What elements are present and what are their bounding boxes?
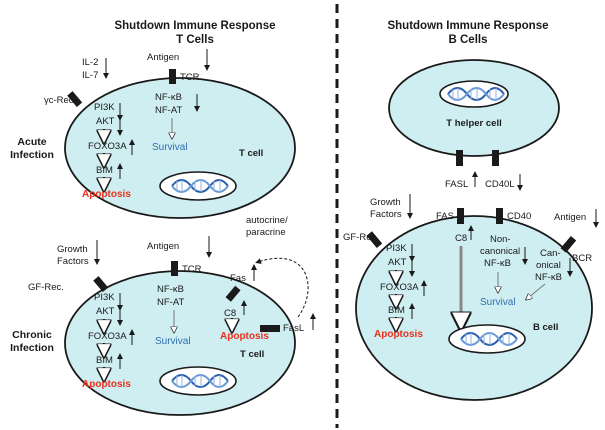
acute-nucleus [159,171,237,201]
acute-il2-label: IL-2 [82,57,98,68]
chronic-fas-label: Fas [230,273,246,284]
acute-nfkb: NF-κB [155,92,182,103]
cd40l-label: CD40L [485,179,515,190]
chronic-fasl-ligand [260,325,280,332]
chronic-antigen-label: Antigen [147,241,179,252]
chronic-fasl-label: FasL [283,323,304,334]
b-antigen-label: Antigen [554,212,586,223]
b-survival: Survival [480,297,516,308]
chronic-akt: AKT [96,306,115,317]
chronic-gf-receptor [93,276,109,293]
chronic-growth-line2: Factors [57,256,89,267]
chronic-cell-tag: T cell [240,349,264,360]
b-nucleus [448,324,526,354]
canonical-line3: NF-κB [535,272,562,283]
noncanonical-line1: Non- [490,234,511,245]
b-gf-receptor [366,231,383,249]
b-pi3k: PI3K [386,243,407,254]
b-bim: BIM [388,305,405,316]
b-foxo3a: FOXO3A [380,282,419,293]
chronic-bim: BIM [96,355,113,366]
b-apoptosis: Apoptosis [374,329,423,340]
acute-tcr-label: TCR [180,72,200,83]
fas-label: FAS [436,211,454,222]
autocrine-label-line1: autocrine/ [246,215,288,226]
left-title-line1: Shutdown Immune Response [114,20,275,32]
chronic-foxo3a: FOXO3A [88,331,127,342]
cd40-label: CD40 [507,211,531,222]
chronic-tcr-receptor [171,261,178,276]
chronic-apoptosis: Apoptosis [82,379,131,390]
acute-label-line1: Acute [17,136,46,148]
bcr-receptor [560,235,577,253]
acute-cell-tag: T cell [239,148,263,159]
canonical-line1: Can- [540,248,561,259]
acute-pi3k: PI3K [94,102,115,113]
acute-tcr-receptor [169,69,176,84]
t-helper-label: T helper cell [446,118,501,129]
acute-label-line2: Infection [10,149,54,161]
b-c8: C8 [455,233,467,244]
b-receptor-label: GF-Rec. [343,232,379,243]
acute-receptor-label: γc-Rec. [44,95,76,106]
chronic-fas-receptor [225,285,241,302]
acute-t-cell [64,77,296,219]
b-growth-line2: Factors [370,209,402,220]
chronic-nucleus [159,366,237,396]
acute-apoptosis: Apoptosis [82,189,131,200]
chronic-nfkb: NF-κB [157,284,184,295]
autocrine-loop-arrow-icon [255,257,309,318]
chronic-survival: Survival [155,336,191,347]
chronic-pi3k: PI3K [94,292,115,303]
autocrine-label-line2: paracrine [246,227,286,238]
acute-akt: AKT [96,116,115,127]
cd40-receptor [496,208,503,224]
chronic-c8: C8 [224,308,236,319]
noncanonical-line2: canonical [480,246,520,257]
left-title-line2: T Cells [176,34,214,46]
chronic-growth-line1: Growth [57,244,88,255]
noncanonical-line3: NF-κB [484,258,511,269]
cd40l-ligand [492,150,499,166]
acute-bim: BIM [96,165,113,176]
chronic-receptor-label: GF-Rec. [28,282,64,293]
fasl-label: FASL [445,179,468,190]
t-helper-nucleus [439,80,509,108]
acute-antigen-label: Antigen [147,52,179,63]
b-cell-tag: B cell [533,322,558,333]
acute-nfat: NF-AT [155,105,182,116]
bcr-label: BCR [572,253,592,264]
chronic-label-line2: Infection [10,342,54,354]
acute-foxo3a: FOXO3A [88,141,127,152]
b-growth-line1: Growth [370,197,401,208]
canonical-line2: onical [536,260,561,271]
chronic-label-line1: Chronic [12,329,52,341]
acute-il7-label: IL-7 [82,70,98,81]
right-title-line1: Shutdown Immune Response [387,20,548,32]
fasl-ligand [456,150,463,166]
acute-survival: Survival [152,142,188,153]
canonical-survival-arrow-icon [528,283,546,298]
right-title-line2: B Cells [449,34,488,46]
chronic-nfat: NF-AT [157,297,184,308]
b-cell [355,215,593,401]
b-akt: AKT [388,257,407,268]
acute-gc-receptor [67,91,83,108]
fas-receptor [457,208,464,224]
chronic-apoptosis-2: Apoptosis [220,331,269,342]
t-helper-cell [388,59,560,157]
chronic-tcr-label: TCR [182,264,202,275]
